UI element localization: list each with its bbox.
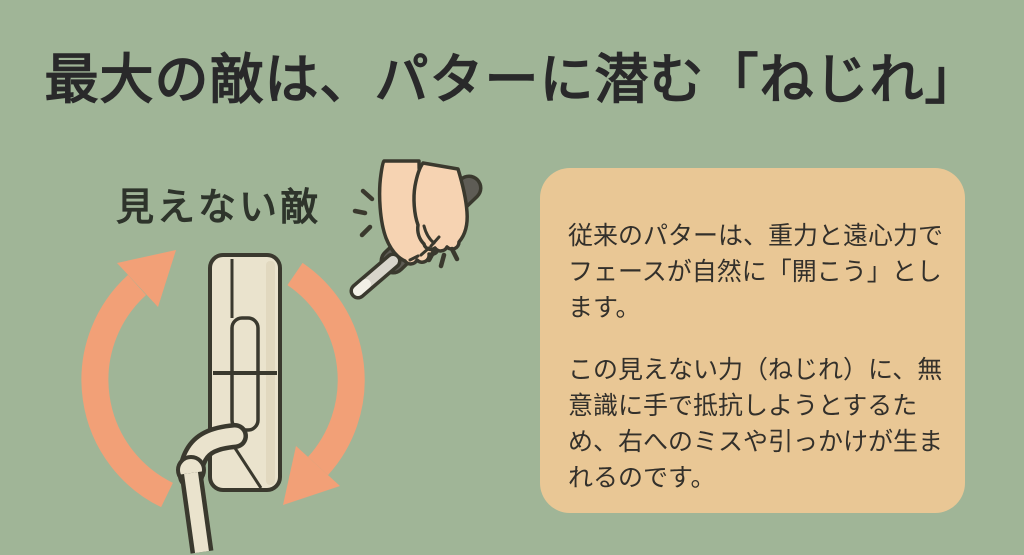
putter-torque-diagram [81, 159, 483, 554]
grip-pressure-marks-icon [352, 188, 460, 269]
rotation-arrows-icon [81, 250, 365, 508]
page-title: 最大の敵は、パターに潜む「ねじれ」 [44, 50, 980, 110]
putter-top-view-icon [176, 253, 282, 554]
diagram-label: 見えない敵 [116, 187, 322, 229]
info-paragraph-1: 従来のパターは、重力と遠心力でフェースが自然に「開こう」とします。 [568, 222, 944, 322]
info-box: 従来のパターは、重力と遠心力でフェースが自然に「開こう」とします。 この見えない… [540, 168, 965, 513]
info-paragraph-2: この見えない力（ねじれ）に、無意識に手で抵抗しようとするため、右へのミスや引っか… [568, 356, 944, 492]
hands-gripping-club-icon [349, 159, 483, 300]
